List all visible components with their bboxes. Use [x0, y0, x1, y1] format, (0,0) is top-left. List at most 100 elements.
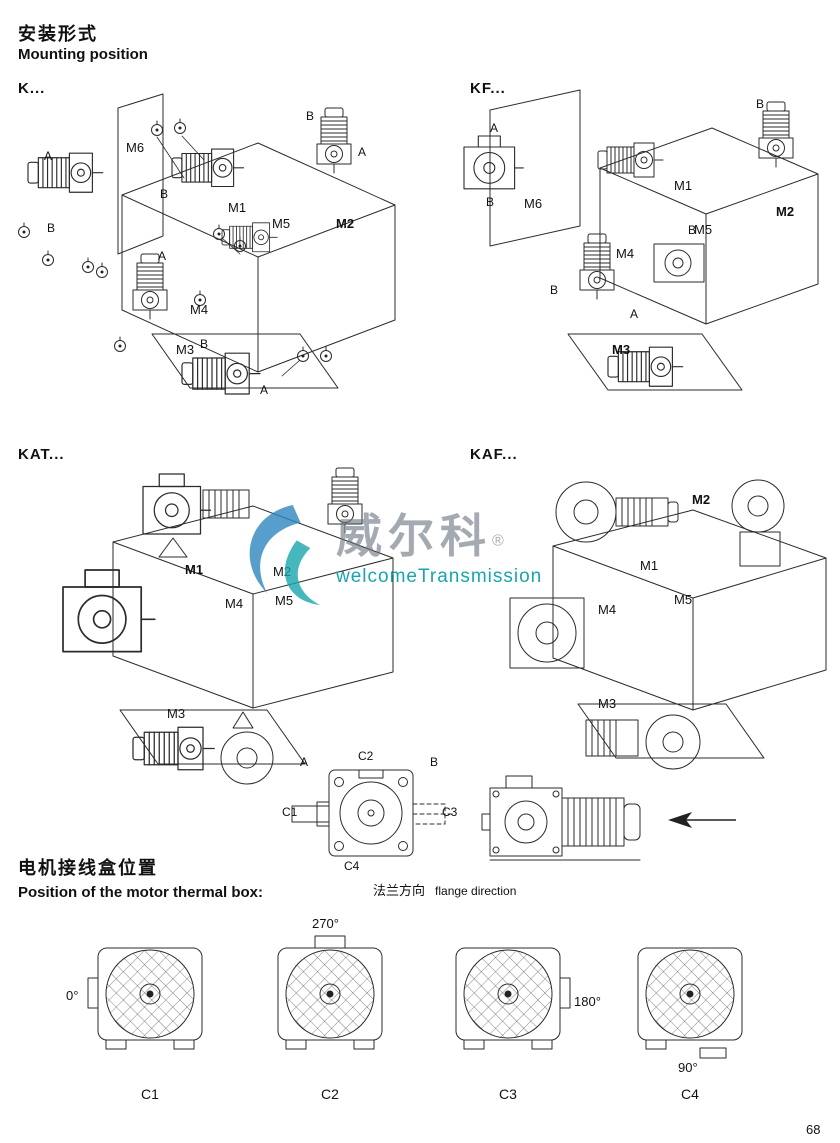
shaft-label-b: B [486, 195, 494, 209]
flange-label-a: A [300, 755, 308, 769]
gearbox-m1-icon [142, 473, 212, 535]
shaft-label-b: B [47, 221, 55, 235]
flange-label-c3: C3 [442, 805, 458, 819]
flange-label-c1: C1 [282, 805, 298, 819]
flange-label-c4: C4 [344, 859, 360, 873]
terminal-box-icon [314, 935, 346, 949]
gearbox-m4-icon [509, 597, 585, 669]
m-label: M2 [273, 564, 291, 579]
page-number: 68 [806, 1122, 821, 1137]
kat-linework [62, 467, 394, 785]
gearmotor-m1-icon [171, 148, 245, 188]
position-label-c2: C2 [321, 1086, 339, 1102]
motor-c3-linework [455, 947, 571, 1050]
terminal-box-icon [87, 977, 99, 1009]
thermal-box-title-zh: 电机接线盒位置 [18, 858, 158, 878]
shaft-label-b: B [756, 97, 764, 111]
gearbox-m6-icon [463, 135, 524, 190]
gearmotor-m4-icon [132, 253, 168, 320]
motor-c2-linework [277, 935, 383, 1050]
gearmotor-m4-icon [579, 233, 615, 300]
gearmotor-m3-icon [585, 719, 639, 757]
m-label: M5 [674, 592, 692, 607]
vent-plug-icon [297, 346, 309, 362]
m-label: M1 [185, 562, 203, 577]
m-label: M6 [126, 140, 144, 155]
thermal-box-title-en: Position of the motor thermal box: [18, 884, 264, 901]
diagram-k-mounting-positions: M6 M1 M5 M2 M4 M3 A A A A B B B B [18, 93, 396, 397]
m-label: M2 [692, 492, 710, 507]
vent-plug-icon [82, 257, 94, 273]
m-label: M3 [167, 706, 185, 721]
shaft-label-a: A [490, 121, 498, 135]
m-label: M3 [598, 696, 616, 711]
m-label: M3 [612, 342, 630, 357]
shaft-label-a: A [630, 307, 638, 321]
kaf-linework [509, 479, 827, 770]
page-title-en: Mounting position [18, 46, 148, 63]
gearmotor-m5-icon [221, 222, 278, 253]
vent-plug-icon [42, 250, 54, 266]
m-label: M4 [598, 602, 616, 617]
flange-direction-diagram: A B C2 C1 C3 C4 [282, 749, 458, 873]
vent-plug-icon [96, 262, 108, 278]
vent-plug-icon [18, 222, 30, 238]
shaft-label-a: A [44, 149, 52, 163]
m-label: M1 [674, 178, 692, 193]
side-gearmotor-linework [481, 775, 641, 861]
gearmotor-m2-icon [327, 467, 363, 534]
shaft-label-a: A [260, 383, 268, 397]
gearbox-m2-icon [731, 479, 785, 533]
terminal-box-icon [699, 1047, 727, 1059]
position-label-c3: C3 [499, 1086, 517, 1102]
shaft-label-b: B [306, 109, 314, 123]
shaft-label-a: A [358, 145, 366, 159]
vent-plug-icon [174, 118, 186, 134]
motor-c1-linework [87, 947, 203, 1050]
arrow-mark-icon [668, 812, 736, 828]
gearmotor-m2-icon [758, 101, 794, 168]
diagram-kf-mounting-positions: M6 M1 M2 M5 M4 M3 A A B B B B [463, 89, 819, 391]
flange-label-c2: C2 [358, 749, 374, 763]
angle-label-c1: 0° [66, 988, 79, 1003]
position-label-c4: C4 [681, 1086, 699, 1102]
section-label-k: K... [18, 80, 46, 97]
gearmotor-m2-icon [316, 107, 352, 174]
shaft-label-b: B [550, 283, 558, 297]
motor-front-view-c2 [277, 935, 383, 1050]
gearmotor-m3-icon [132, 726, 215, 771]
section-label-kat: KAT... [18, 446, 65, 463]
m-label: M1 [640, 558, 658, 573]
m-label: M4 [190, 302, 208, 317]
m-label: M2 [776, 204, 794, 219]
vent-plug-icon [151, 120, 163, 136]
flange-caption-en: flange direction [435, 884, 517, 898]
gearbox-m4-icon [62, 569, 156, 653]
shaft-label-b: B [688, 223, 696, 237]
shaft-label-b: B [160, 187, 168, 201]
m-label: M5 [272, 216, 290, 231]
m-label: M3 [176, 342, 194, 357]
kf-linework [463, 89, 819, 391]
angle-label-c4: 90° [678, 1060, 698, 1075]
flange-caption-zh: 法兰方向 [373, 883, 426, 898]
angle-label-c3: 180° [574, 994, 601, 1009]
section-label-kaf: KAF... [470, 446, 518, 463]
gearmotor-m6-icon [27, 152, 104, 193]
position-label-c1: C1 [141, 1086, 159, 1102]
flange-label-b: B [430, 755, 438, 769]
diagram-kaf-mounting-positions: M2 M1 M4 M5 M3 [509, 479, 827, 770]
page-title-zh: 安装形式 [18, 24, 98, 44]
flange-face-icon [339, 781, 403, 845]
m-label: M4 [225, 596, 243, 611]
side-gearmotor-drawing [481, 775, 641, 861]
motor-front-view-c3 [455, 947, 571, 1050]
flange-caption: 法兰方向 flange direction [373, 880, 516, 899]
k-linework [18, 93, 396, 395]
angle-label-c2: 270° [312, 916, 339, 931]
vent-plug-icon [114, 336, 126, 352]
m-label: M6 [524, 196, 542, 211]
vent-plug-icon [320, 346, 332, 362]
shaft-label-b: B [200, 337, 208, 351]
